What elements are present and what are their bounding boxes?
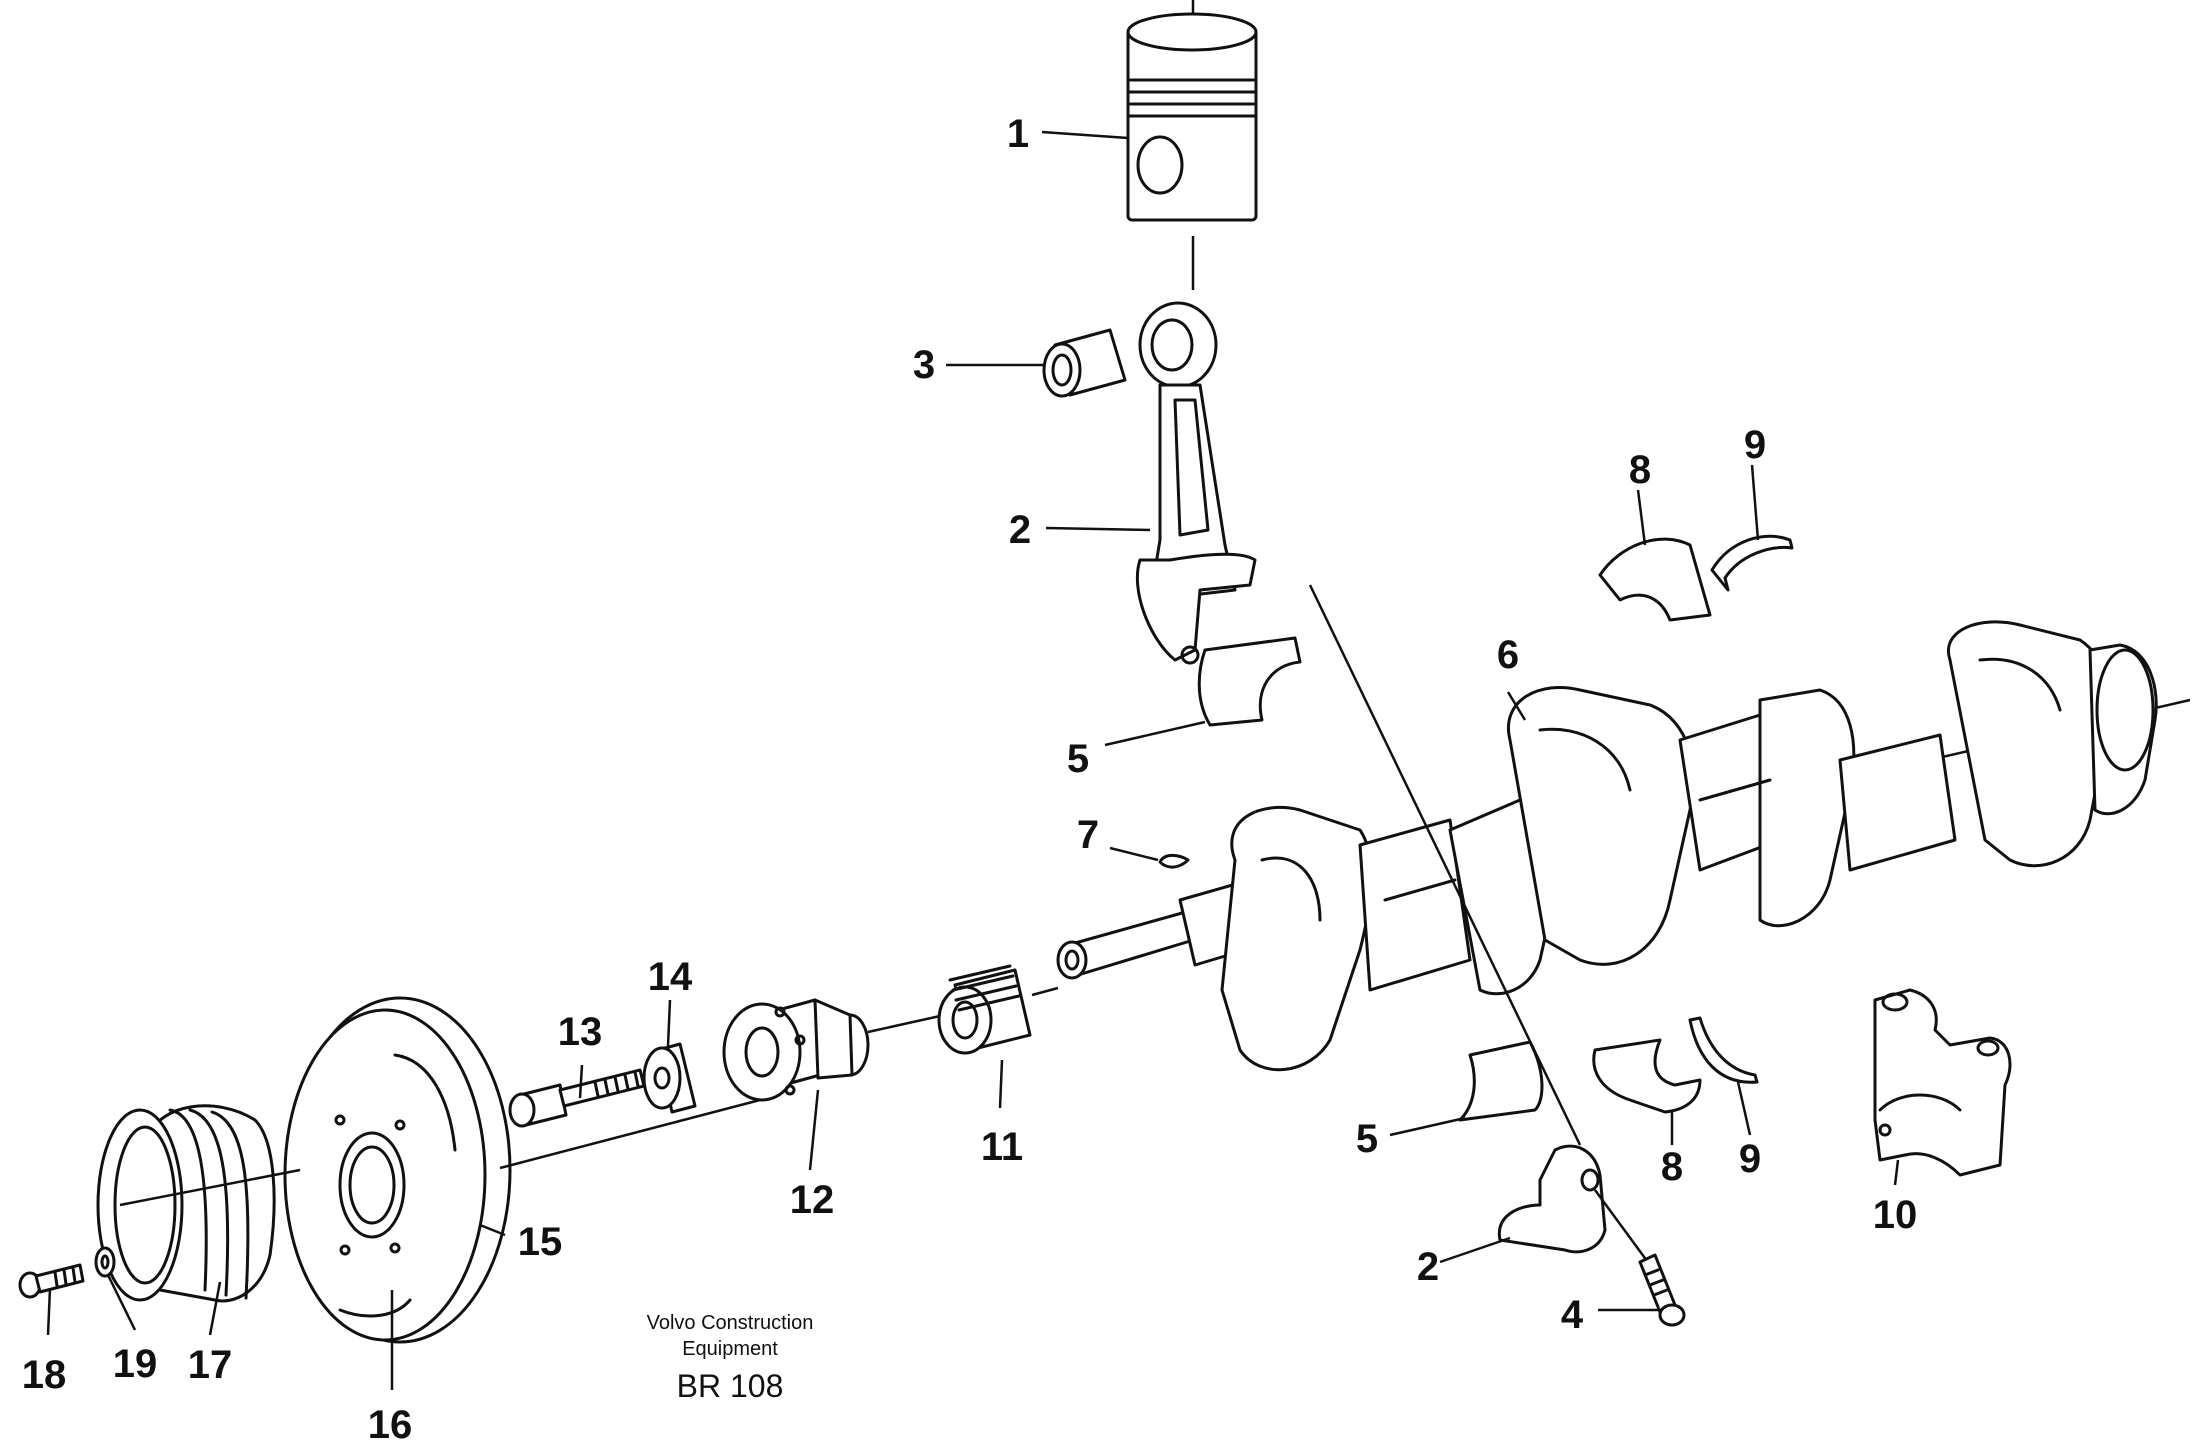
hub [722,998,870,1102]
company-caption: Volvo Construction Equipment [590,1310,870,1362]
label-thrust-washer-upper: 9 [1744,423,1766,467]
label-bearing-shell-lower: 5 [1356,1117,1378,1161]
company-line-2: Equipment [682,1338,778,1360]
bearing-shell-upper [1197,636,1302,727]
crankshaft [1056,620,2191,1072]
label-screw-18: 18 [22,1353,67,1397]
piston [1126,0,1258,290]
label-bushing: 3 [913,343,935,387]
label-key: 7 [1077,813,1099,857]
thrust-washer-upper [1710,534,1794,592]
label-connecting-rod-cap: 2 [1417,1245,1439,1289]
screw-18 [18,1263,85,1299]
key [1158,853,1190,869]
label-connecting-rod: 2 [1009,508,1031,552]
connecting-rod [1135,301,1257,665]
hub-bolt [508,1068,646,1128]
label-bolt-4: 4 [1561,1293,1584,1337]
label-hub-bolt: 13 [558,1010,603,1054]
connecting-rod-cap [1308,584,1607,1254]
company-line-1: Volvo Construction [646,1312,814,1334]
drawing-code: BR 108 [676,1368,784,1404]
label-pulley: 17 [188,1343,233,1387]
label-crankshaft: 6 [1497,633,1519,677]
label-bearing-shell-upper: 5 [1067,737,1089,781]
label-washer-14: 14 [648,955,693,999]
label-main-bearing-lower: 8 [1661,1145,1683,1189]
label-thrust-washer-lower: 9 [1739,1137,1761,1181]
main-bearing-lower [1592,1038,1702,1114]
vibration-damper [283,996,761,1344]
gear [867,964,1059,1055]
thrust-washer-lower [1688,1016,1759,1084]
label-main-bearing-upper: 8 [1629,448,1651,492]
washer-14 [642,1042,697,1114]
bearing-cap [1873,988,2012,1177]
label-hub: 12 [790,1178,835,1222]
label-gear: 11 [981,1125,1023,1169]
bearing-shell-lower [1458,1040,1544,1122]
pulley [96,1104,301,1303]
leader-lines [46,130,1900,1390]
washer-19 [94,1246,116,1278]
bushing [1042,328,1127,398]
label-vibration-damper: 15 [518,1220,563,1264]
bolt-4 [1593,1189,1686,1327]
main-bearing-upper [1598,537,1712,622]
label-washer-19: 19 [113,1342,158,1386]
label-piston: 1 [1007,112,1029,156]
label-damper-mark: 16 [368,1403,413,1446]
label-bearing-cap: 10 [1873,1193,1918,1237]
